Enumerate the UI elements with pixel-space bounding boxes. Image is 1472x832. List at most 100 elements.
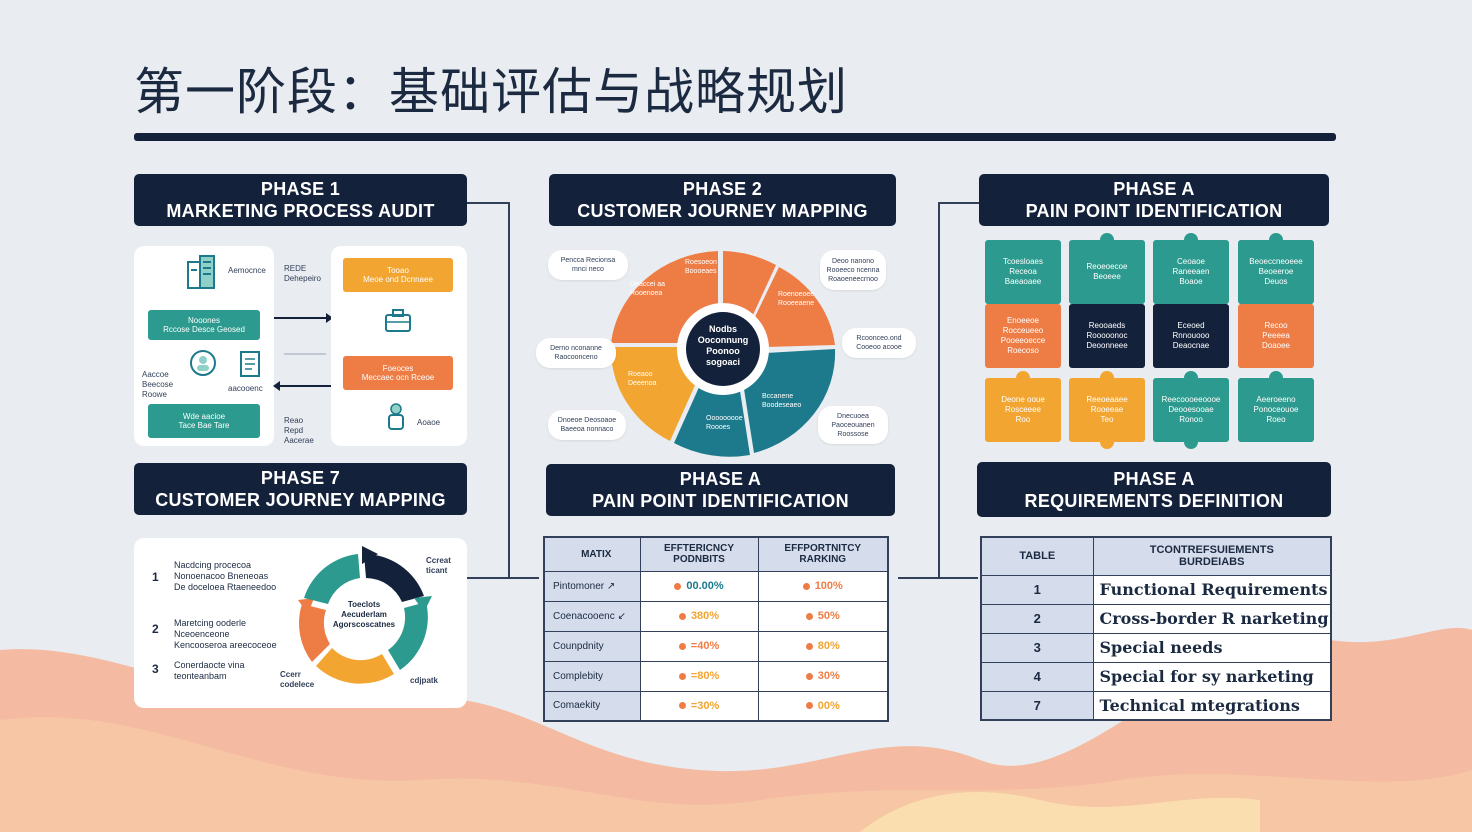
journey-wheel — [610, 251, 836, 457]
phase-title: MARKETING PROCESS AUDIT — [166, 201, 435, 221]
page-title: 第一阶段：基础评估与战略规划 — [134, 63, 848, 121]
table-row: Pintomoner ↗ 00.00% 100% — [543, 570, 889, 602]
audit-left-card: Nooones Rccose Desce Geosed Aaccoe Beeco… — [134, 246, 274, 446]
row-label: Comaekity — [543, 690, 641, 722]
table-row: Complebity =80% 30% — [543, 660, 889, 692]
puzzle-piece: Reecoooeeoooe Deooesooae Ronoo — [1153, 371, 1229, 449]
wheel-segment-label: Bccanene Boodeseaeo — [762, 393, 802, 409]
puzzle-piece: Aeeroeeno Ponoceouoe Roeo — [1238, 371, 1314, 442]
audit-step-box: Wde aacioe Tace Bae Tare — [148, 404, 260, 438]
audit-right-bottom-label: Aoaoe — [417, 418, 441, 427]
value-cell: 50% — [757, 600, 889, 632]
value-text: 80% — [817, 640, 840, 652]
table-row: Coenacooenc ↙ 380% 50% — [543, 600, 889, 632]
piece-text: Recoo Peeeea Doaoee — [1261, 321, 1291, 350]
puzzle-piece: Tcoesloaes Receoa Baeaoaee — [985, 240, 1061, 311]
row-label: Coenacooenc ↙ — [543, 600, 641, 632]
puzzle-piece: Eceoed Rnnouooo Deaocnae — [1153, 304, 1229, 368]
value-text: 00.00% — [686, 580, 724, 592]
phase-number: PHASE 2 — [682, 179, 763, 199]
journey-callout: Deoo nanono Rooeeco ncenna Roaoeneecrnoo — [820, 250, 886, 290]
connector-line — [508, 202, 510, 578]
piece-text: Tcoesloaes Receoa Baeaoaee — [1002, 257, 1044, 286]
piece-text: Eceoed Rnnouooo Deaocnae — [1172, 321, 1210, 350]
cycle-item-number: 2 — [152, 622, 159, 636]
table-header-cell: TABLE — [980, 536, 1094, 576]
piece-text: Deone ooue Rosceeee Roo — [1001, 395, 1045, 424]
bullet-icon — [678, 672, 686, 680]
table-header-cell: EFFTERICNCY PODNBITS — [639, 536, 759, 572]
audit-step-box: Foeoces Meccaec ocn Rceoe — [343, 356, 453, 390]
value-text: 00% — [817, 699, 840, 712]
phase-header-pain-points-2: PHASE A PAIN POINT IDENTIFICATION — [546, 464, 895, 516]
phase-number: PHASE 7 — [260, 468, 341, 488]
table-header-cell: TCONTREFSUIEMENTS BURDEIABS — [1092, 536, 1332, 576]
value-text: 30% — [817, 670, 840, 682]
wheel-segment-label: Ooooooooe Roooes — [706, 415, 743, 431]
value-cell: 80% — [757, 630, 889, 662]
wheel-segment-label: Deaccei aa Rooenoea — [630, 281, 666, 297]
cycle-item-number: 3 — [152, 662, 159, 676]
audit-label-top: Aemocnce — [228, 266, 266, 275]
step-row: Meccaec ocn Rceoe — [361, 373, 435, 382]
bullet-icon — [805, 642, 813, 650]
arrow-right-icon — [274, 313, 333, 323]
table-row: Comaekity =30% 00% — [543, 690, 889, 722]
value-cell: 00.00% — [639, 570, 759, 602]
phase-header-journey-mapping-2: PHASE 7 CUSTOMER JOURNEY MAPPING — [134, 463, 467, 515]
piece-text: Reooaeds Rooooonoc Deoonneee — [1086, 321, 1128, 350]
phase-header-marketing-audit: PHASE 1 MARKETING PROCESS AUDIT — [134, 174, 467, 226]
cycle-ring — [298, 546, 432, 684]
puzzle-piece: Deone ooue Rosceeee Roo — [985, 371, 1061, 442]
journey-wheel-center: Nodbs Ooconnung Poonoo sogoaci — [697, 324, 749, 367]
phase-number: PHASE 1 — [260, 179, 341, 199]
value-text: =80% — [690, 670, 720, 682]
piece-text: Reeoeaaee Rooeeae Teo — [1086, 395, 1128, 424]
pain-point-matrix: MATIX EFFTERICNCY PODNBITS EFFPORTNITCY … — [543, 536, 889, 722]
value-text: =30% — [690, 699, 720, 712]
table-row: 7 Technical mtegrations — [980, 690, 1332, 721]
audit-label-top-2: REDE Dehepeiro — [284, 264, 321, 283]
briefcase-icon — [385, 309, 411, 332]
phase-number: PHASE A — [679, 469, 762, 489]
value-cell: 00% — [757, 690, 889, 722]
phase-number: PHASE A — [1113, 468, 1195, 489]
value-cell: =40% — [639, 630, 759, 662]
connector-line — [467, 577, 539, 579]
phase-title: CUSTOMER JOURNEY MAPPING — [155, 490, 446, 510]
puzzle-piece: Recoo Peeeea Doaoee — [1238, 304, 1314, 368]
piece-text: Beoeccneoeee Beoeeroe Deuos — [1249, 257, 1303, 286]
piece-text: Reoeoecoe Beoeee — [1086, 262, 1128, 281]
piece-text: Enoeeoe Rocceueeo Pooeeoecce Roecoso — [1000, 316, 1046, 355]
puzzle-piece: Reeoeaaee Rooeeae Teo — [1069, 371, 1145, 449]
journey-callout: Pencca Recionsa mnci neco — [548, 250, 628, 280]
audit-mid-label: aacooenc — [228, 384, 263, 393]
phase-title: PAIN POINT IDENTIFICATION — [1025, 201, 1283, 221]
bullet-icon — [805, 612, 813, 620]
phase-header-pain-points: PHASE A PAIN POINT IDENTIFICATION — [979, 174, 1329, 226]
puzzle-piece: Ceoaoe Raneeaen Boaoe — [1153, 233, 1229, 311]
value-text: 380% — [690, 610, 720, 622]
wheel-segment-label: Roesoeon Boooeaes — [685, 259, 717, 275]
row-text: Technical mtegrations — [1092, 690, 1332, 721]
cycle-item-text: Conerdaocte vina teonteanbam — [174, 660, 245, 681]
puzzle-piece: Reoeoecoe Beoeee — [1069, 233, 1145, 311]
row-text: Cross-border R narketing — [1092, 603, 1332, 634]
divider-line — [284, 353, 326, 355]
table-row: 2 Cross-border R narketing — [980, 603, 1332, 634]
value-text: 50% — [817, 610, 840, 622]
wheel-segment-label: Roeaoo Deeenoa — [628, 371, 657, 387]
table-header-row: TABLE TCONTREFSUIEMENTS BURDEIABS — [980, 536, 1332, 576]
step-row: Meoe ond Dcnnaee — [363, 275, 433, 284]
cycle-label-bottom-left: Ccerr codelece — [280, 670, 315, 689]
phase-title: REQUIREMENTS DEFINITION — [1024, 490, 1284, 511]
step-title: Nooones — [187, 316, 221, 325]
step-title: Foeoces — [382, 364, 414, 373]
gear-person-icon — [190, 350, 216, 376]
piece-text: Reecoooeeoooe Deooesooae Ronoo — [1161, 395, 1221, 424]
connector-line — [938, 202, 980, 204]
value-text: 100% — [814, 580, 843, 592]
bullet-icon — [805, 672, 813, 680]
audit-left-label: Aaccoe Beecose Roowe — [142, 370, 174, 399]
